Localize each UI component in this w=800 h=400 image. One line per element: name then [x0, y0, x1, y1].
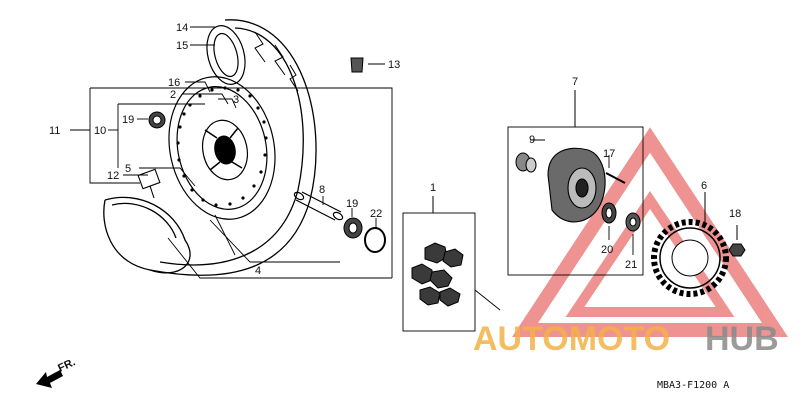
valve-cap [350, 57, 364, 73]
callout-10: 10 [94, 125, 106, 137]
callout-labels: 14 15 16 2 3 11 10 19 5 12 4 13 8 19 22 … [49, 22, 741, 277]
callout-21: 21 [625, 259, 637, 271]
watermark-text-primary: AUTOMOTO [473, 320, 670, 358]
callout-11: 11 [49, 125, 60, 137]
tube [206, 25, 246, 85]
bracket-lines-left [70, 26, 393, 279]
callout-13: 13 [388, 59, 400, 71]
valve [137, 168, 161, 199]
callout-2: 2 [170, 89, 176, 101]
seal-21 [625, 212, 641, 232]
callout-6: 6 [701, 180, 707, 192]
nut-18 [728, 225, 746, 257]
seal-22 [364, 227, 386, 253]
driven-sprocket [651, 192, 729, 297]
sprocket-hub [547, 147, 606, 223]
callout-12: 12 [107, 170, 119, 182]
callout-16: 16 [168, 77, 180, 89]
callout-5: 5 [125, 163, 131, 175]
callout-1: 1 [430, 182, 436, 194]
callout-8: 8 [319, 184, 325, 196]
diagram-code: MBA3-F1200 A [657, 380, 729, 391]
leader-damper-hub [474, 289, 501, 311]
bearing-19-right [343, 217, 363, 239]
callout-7: 7 [572, 76, 578, 88]
collar-8 [293, 191, 344, 221]
watermark: AUTOMOTO HUB [473, 320, 779, 358]
callout-14: 14 [176, 22, 188, 34]
damper-group [402, 196, 501, 332]
callout-19-right: 19 [346, 198, 358, 210]
callout-9: 9 [529, 134, 535, 146]
callout-19-left: 19 [122, 114, 134, 126]
bearing-19-left [148, 111, 166, 129]
hub-leaders [530, 139, 634, 255]
wheel [168, 76, 276, 220]
damper-rubbers [411, 242, 464, 307]
tire [103, 19, 317, 276]
direction-label: FR. [56, 356, 77, 374]
callout-3: 3 [233, 94, 239, 106]
callout-15: 15 [176, 40, 188, 52]
damper-box [402, 212, 476, 332]
callout-17: 17 [603, 148, 615, 160]
stud-17 [605, 172, 626, 184]
callout-4: 4 [255, 265, 261, 277]
collar-9 [515, 152, 537, 173]
callout-18: 18 [729, 208, 741, 220]
watermark-text-secondary: HUB [705, 320, 779, 358]
bearing-20 [601, 202, 617, 224]
hub-group [507, 90, 644, 276]
front-direction-arrow-icon: FR. [36, 356, 77, 388]
callout-20: 20 [601, 244, 613, 256]
callout-22: 22 [370, 208, 382, 220]
